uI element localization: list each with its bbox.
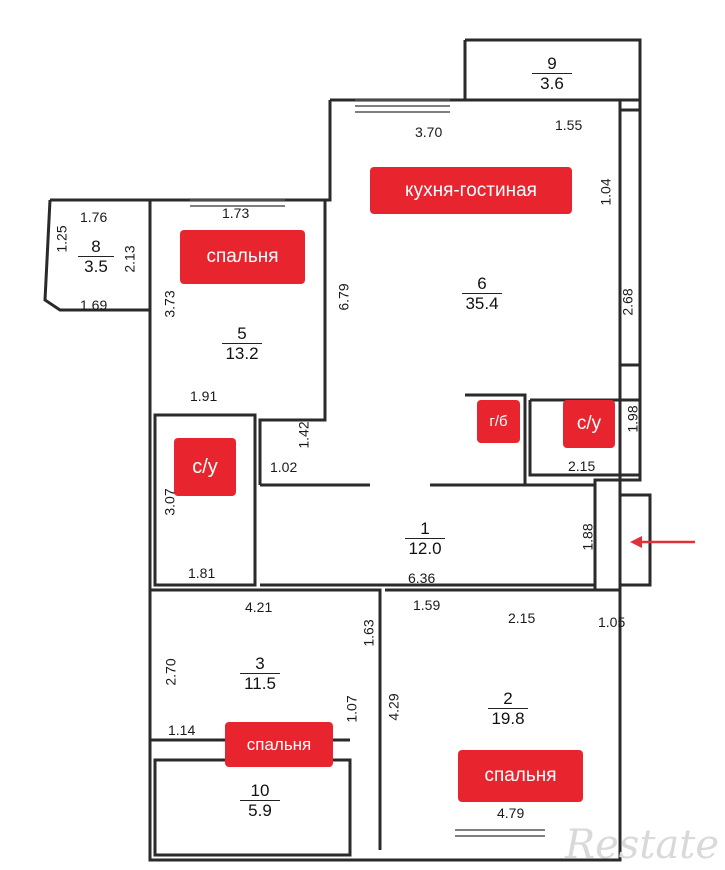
dim-label: 1.91	[190, 388, 218, 404]
dim-label: 1.69	[80, 297, 108, 313]
dim-label: 3.70	[415, 124, 443, 140]
dim-label: 2.68	[619, 288, 636, 316]
room-number: 2	[503, 689, 513, 708]
room-3: 3 11.5	[240, 655, 280, 693]
entrance-arrow-icon	[630, 536, 695, 548]
tag-bedroom-bottom-right: спальня	[458, 750, 583, 802]
room-area: 12.0	[405, 537, 445, 558]
dim-label: 1.88	[579, 523, 596, 551]
tag-wardrobe: г/б	[477, 400, 520, 443]
room-area: 19.8	[488, 707, 528, 728]
tag-bedroom-top: спальня	[180, 230, 305, 284]
room-area: 11.5	[240, 672, 280, 693]
dim-label: 1.63	[360, 619, 377, 647]
walls	[43, 38, 652, 862]
room-2: 2 19.8	[488, 690, 528, 728]
dim-label: 1.59	[413, 597, 441, 613]
room-area: 5.9	[240, 799, 280, 820]
room-number: 1	[420, 519, 430, 538]
room-area: 13.2	[222, 342, 262, 363]
tag-bathroom-right: с/у	[563, 400, 615, 448]
dim-label: 1.42	[295, 421, 312, 449]
room-9: 9 3.6	[532, 55, 572, 93]
tag-kitchen-living: кухня-гостиная	[370, 167, 572, 214]
room-number: 8	[91, 237, 101, 256]
dim-label: 1.81	[188, 565, 216, 581]
room-10: 10 5.9	[240, 782, 280, 820]
dim-label: 6.79	[335, 283, 352, 311]
dim-label: 1.02	[270, 459, 298, 475]
room-1: 1 12.0	[405, 520, 445, 558]
room-area: 3.6	[532, 72, 572, 93]
room-area: 35.4	[462, 292, 502, 313]
dim-label: 1.76	[80, 209, 108, 225]
dim-label: 6.36	[408, 570, 436, 586]
dim-label: 1.73	[222, 205, 250, 221]
room-number: 9	[547, 54, 557, 73]
dim-label: 2.70	[162, 658, 179, 686]
room-8: 8 3.5	[78, 238, 114, 276]
dim-label: 4.29	[385, 693, 402, 721]
tag-bathroom-left: с/у	[174, 438, 236, 496]
room-number: 3	[255, 654, 265, 673]
dim-label: 3.73	[161, 290, 178, 318]
dim-label: 1.25	[53, 225, 70, 253]
dim-label: 1.98	[624, 405, 641, 433]
watermark: Restate	[565, 822, 719, 868]
room-number: 5	[237, 324, 247, 343]
tag-bedroom-bottom-left: спальня	[225, 722, 333, 767]
dim-label: 4.79	[497, 805, 525, 821]
dim-label: 4.21	[245, 599, 273, 615]
dim-label: 1.07	[343, 695, 360, 723]
dim-label: 1.14	[168, 722, 196, 738]
room-6: 6 35.4	[462, 275, 502, 313]
dim-label: 1.04	[597, 178, 614, 206]
room-number: 6	[477, 274, 487, 293]
dim-label: 2.13	[121, 245, 138, 273]
dim-label: 3.07	[161, 488, 178, 516]
room-area: 3.5	[78, 255, 114, 276]
room-number: 10	[250, 781, 270, 800]
dim-label: 2.15	[568, 458, 596, 474]
dim-label: 2.15	[508, 610, 536, 626]
dim-label: 1.05	[598, 614, 626, 630]
room-5: 5 13.2	[222, 325, 262, 363]
dim-label: 1.55	[555, 117, 583, 133]
windows	[190, 99, 545, 837]
